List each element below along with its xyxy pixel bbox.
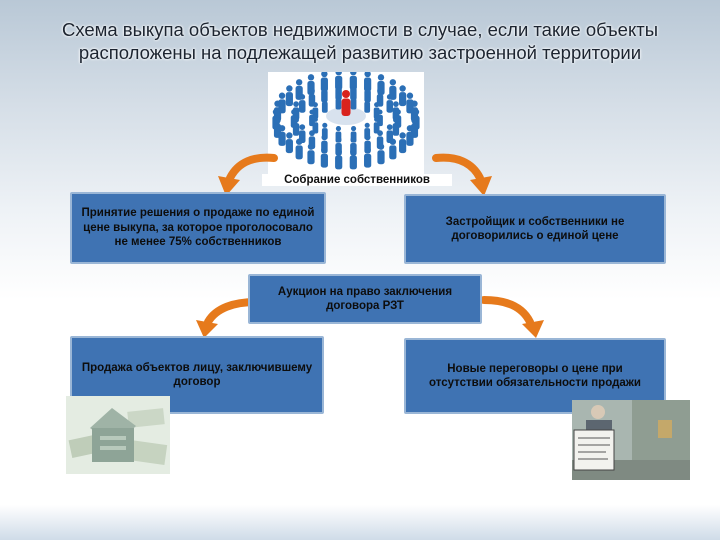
person-figure [399, 132, 407, 154]
person-figure [386, 93, 393, 113]
owners-crowd-illustration [268, 72, 424, 176]
money-house-photo [66, 396, 170, 474]
crowd-figures [272, 72, 420, 170]
person-figure [377, 143, 385, 165]
person-figure [295, 138, 303, 160]
decision-box: Принятие решения о продаже по единой цен… [70, 192, 326, 264]
person-figure [389, 138, 397, 160]
slide-title: Схема выкупа объектов недвижимости в слу… [20, 18, 700, 64]
person-figure [285, 85, 293, 107]
owners-meeting-caption: Собрание собственников [262, 174, 452, 186]
person-figure [285, 132, 293, 154]
person-figure [321, 96, 328, 113]
protest-photo [572, 400, 690, 480]
background-bottom-band [0, 505, 720, 540]
person-figure [350, 92, 357, 110]
person-figure [392, 117, 400, 136]
person-figure [278, 125, 286, 146]
person-figure [292, 117, 300, 136]
person-figure [364, 96, 371, 113]
sale-box: Продажа объектов лицу, заключившему дого… [70, 336, 324, 414]
auction-box: Аукцион на право заключения договора РЗТ [248, 274, 482, 324]
no-agreement-box: Застройщик и собственники не договорилис… [404, 194, 666, 264]
person-figure [335, 92, 342, 110]
title-line-1: Схема выкупа объектов недвижимости в слу… [61, 19, 659, 40]
person-figure [335, 148, 343, 170]
person-figure [349, 148, 357, 170]
person-figure [406, 125, 414, 146]
person-figure [341, 90, 351, 116]
person-figure [299, 93, 306, 113]
person-figure [320, 146, 328, 168]
arrow-right-down [432, 153, 492, 196]
title-line-2: расположены на подлежащей развитию застр… [78, 42, 642, 63]
arrow-left-down [218, 153, 278, 196]
arrow-auction-right [480, 296, 544, 338]
person-figure [364, 146, 372, 168]
person-figure [312, 116, 319, 134]
person-figure [307, 143, 315, 165]
person-figure [399, 85, 407, 107]
person-figure [373, 116, 380, 134]
